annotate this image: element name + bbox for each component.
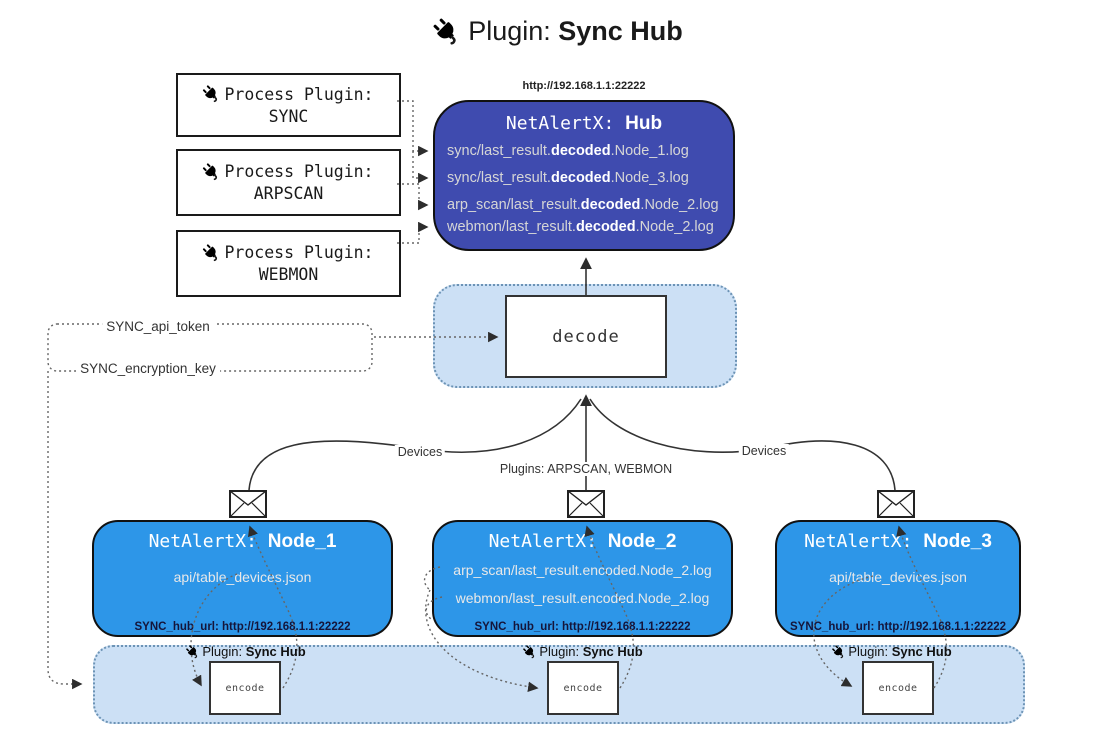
page-title-text: Plugin: Sync Hub (468, 16, 683, 46)
process-plugin-label: Process Plugin: (224, 162, 374, 181)
plug-icon (200, 82, 225, 107)
edge-arpscan-to-hub-file3 (397, 183, 429, 211)
node2-file: arp_scan/last_result.encoded.Node_2.log (453, 562, 712, 578)
encode-label: encode (225, 682, 265, 694)
edge-tokens-to-encoders (47, 371, 83, 690)
encode3-plugin-label: Plugin: Sync Hub (829, 642, 952, 661)
node1-file: api/table_devices.json (173, 569, 312, 585)
node1-box: NetAlertX: Node_1 api/table_devices.json… (92, 520, 393, 637)
node3-title: NetAlertX: Node_3 (804, 531, 992, 552)
hub-url-label: http://192.168.1.1:22222 (522, 80, 646, 92)
encode1-box: encode (209, 661, 281, 715)
encode-label: encode (878, 682, 918, 694)
envelope-icon (229, 490, 267, 518)
plug-icon (520, 642, 539, 661)
envelope-icon (567, 490, 605, 518)
plug-icon (183, 642, 202, 661)
process-plugin-name: WEBMON (258, 265, 319, 284)
edge-label-plugins: Plugins: ARPSCAN, WEBMON (496, 462, 676, 476)
hub-file-line: arp_scan/last_result.decoded.Node_2.log (447, 197, 719, 213)
node3-box: NetAlertX: Node_3 api/table_devices.json… (775, 520, 1021, 637)
edge-webmon-to-hub-file4 (397, 221, 429, 244)
hub-file-line: sync/last_result.decoded.Node_1.log (447, 143, 689, 159)
node1-title: NetAlertX: Node_1 (148, 531, 337, 552)
node3-file: api/table_devices.json (829, 569, 967, 585)
page-title: Plugin: Sync Hub (0, 16, 1117, 47)
process-plugin-label: Process Plugin: (224, 243, 374, 262)
node2-box: NetAlertX: Node_2 arp_scan/last_result.e… (432, 520, 733, 637)
node2-hub-url: SYNC_hub_url: http://192.168.1.1:22222 (474, 621, 691, 633)
process-plugin-name: SYNC (268, 106, 309, 126)
node2-file: webmon/last_result.encoded.Node_2.log (455, 590, 710, 606)
decode-label: decode (552, 326, 620, 347)
process-plugin-name: ARPSCAN (253, 184, 324, 203)
edge-label-devices-right: Devices (738, 444, 790, 458)
process-plugin-webmon-box: Process Plugin: WEBMON (176, 230, 401, 297)
edge-sync-to-hub-file2 (412, 151, 429, 184)
plug-icon (200, 240, 225, 265)
encode1-plugin-label: Plugin: Sync Hub (183, 642, 306, 661)
process-plugin-sync-box: Process Plugin: SYNC (176, 73, 401, 137)
plug-icon (200, 159, 225, 184)
plug-icon (829, 642, 848, 661)
encode-label: encode (563, 682, 603, 694)
encode2-plugin-label: Plugin: Sync Hub (520, 642, 643, 661)
encode2-box: encode (547, 661, 619, 715)
decode-box: decode (505, 295, 667, 378)
sync-api-token-label: SYNC_api_token (102, 319, 214, 334)
node1-hub-url: SYNC_hub_url: http://192.168.1.1:22222 (134, 621, 351, 633)
process-plugin-arpscan-box: Process Plugin: ARPSCAN (176, 149, 401, 216)
node2-title: NetAlertX: Node_2 (488, 531, 677, 552)
edge-label-devices-left: Devices (394, 445, 446, 459)
hub-title: NetAlertX: Hub (505, 113, 663, 134)
encode3-box: encode (862, 661, 934, 715)
hub-box: NetAlertX: Hub sync/last_result.decoded.… (433, 100, 735, 251)
sync-encryption-key-label: SYNC_encryption_key (76, 361, 220, 376)
node3-hub-url: SYNC_hub_url: http://192.168.1.1:22222 (789, 621, 1007, 633)
hub-file-line: sync/last_result.decoded.Node_3.log (447, 170, 689, 186)
hub-file-line: webmon/last_result.decoded.Node_2.log (447, 219, 714, 235)
envelope-icon (877, 490, 915, 518)
process-plugin-label: Process Plugin: (224, 84, 374, 104)
edge-sync-to-hub-file1 (397, 100, 429, 157)
plug-icon (428, 12, 466, 50)
